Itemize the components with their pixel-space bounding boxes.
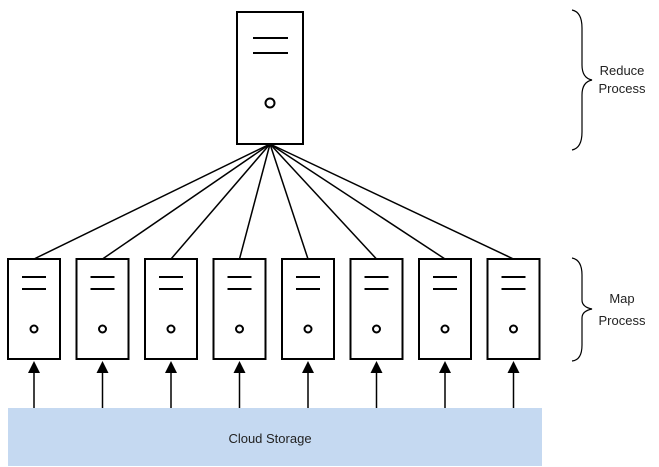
map-server-icon [349, 258, 404, 360]
connection-line [269, 143, 514, 260]
reduce-server-icon [236, 11, 304, 145]
reduce-label-line1: Reduce [600, 63, 645, 78]
connection-line [269, 143, 309, 260]
connection-line [33, 143, 271, 260]
connection-line [269, 143, 446, 260]
connection-line [102, 143, 271, 260]
map-brace-icon [571, 257, 593, 362]
map-server-icon [418, 258, 472, 360]
map-server-icon [75, 258, 130, 360]
storage-to-map-arrows [28, 361, 520, 408]
reduce-to-map-connections [33, 143, 514, 260]
map-label-line1: Map [609, 291, 634, 306]
map-server-icon [7, 258, 61, 360]
cloud-storage-label: Cloud Storage [228, 431, 311, 446]
connection-line [238, 143, 271, 260]
map-label-line2: Process [599, 313, 646, 328]
reduce-label-line2: Process [599, 81, 646, 96]
reduce-brace-icon [571, 9, 593, 151]
map-servers-group [7, 258, 541, 360]
map-server-icon [144, 258, 198, 360]
cloud-storage-box [8, 408, 542, 466]
map-server-icon [212, 258, 267, 360]
map-server-icon [281, 258, 335, 360]
connection-line [170, 143, 271, 260]
connection-line [269, 143, 378, 260]
map-server-icon [486, 258, 541, 360]
